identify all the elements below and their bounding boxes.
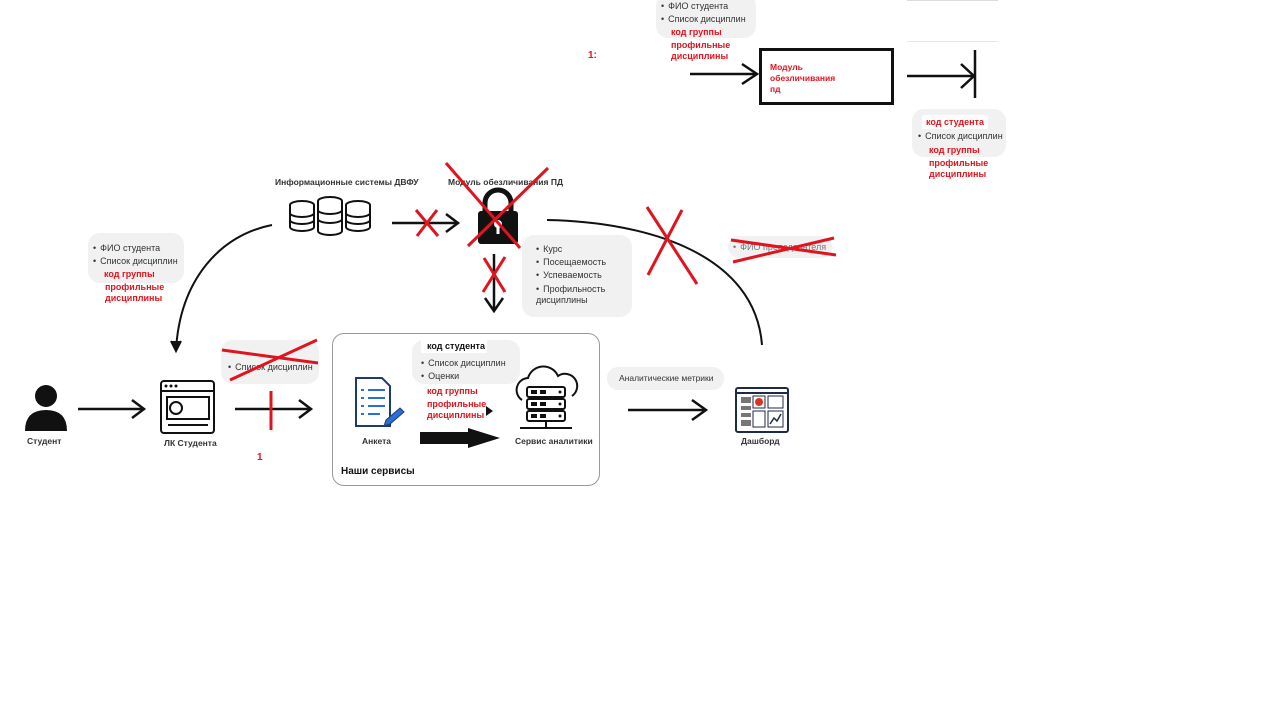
database-icon <box>289 196 371 236</box>
services-to-dashboard-arrow <box>628 398 709 422</box>
top-arrow-out <box>907 50 977 98</box>
anon-output-item: Успеваемость <box>536 270 602 280</box>
top-bubble-item: ФИО студента <box>661 1 728 11</box>
anon-output-item: Курс <box>536 244 562 254</box>
our-services-container <box>332 333 600 486</box>
top-output-highlight <box>922 115 988 129</box>
form-to-analytics-thick-arrow <box>420 428 500 448</box>
small-triangle <box>486 406 493 416</box>
anon-module-label: Модуль обезличивания ПД <box>448 177 564 187</box>
services-item: Оценки <box>421 371 459 381</box>
anon-output-item: Посещаемость <box>536 257 606 267</box>
info-systems-label: Информационные системы ДВФУ <box>275 177 419 187</box>
services-red: профильные дисциплины <box>427 399 487 420</box>
top-arrow-in <box>690 62 760 86</box>
metrics-label: Аналитические метрики <box>619 373 714 383</box>
student-data-red: код группы <box>104 269 155 279</box>
server-leds <box>531 390 562 418</box>
red-cross-marks <box>221 162 837 430</box>
anonymization-module-box <box>759 48 894 105</box>
top-output-red: профильные дисциплины <box>929 158 989 179</box>
our-services-label: Наши сервисы <box>341 466 415 477</box>
anon-to-dashboard-curve <box>546 219 763 346</box>
student-data-item: ФИО студента <box>93 243 160 253</box>
db-to-lk-curve <box>175 224 273 351</box>
lk-to-services-arrow <box>235 399 314 419</box>
crossed-lk-item: Список дисциплин <box>228 362 313 372</box>
anon-down-arrow <box>483 254 505 314</box>
student-label: Студент <box>27 436 62 446</box>
dashboard-label: Дашборд <box>741 436 780 446</box>
student-icon <box>25 385 67 431</box>
student-data-red: профильные дисциплины <box>105 282 165 303</box>
top-output-red: код студента <box>926 117 984 127</box>
lk-student-icon <box>160 380 215 434</box>
metrics-bubble <box>607 367 724 390</box>
lk-window-dots <box>164 384 178 388</box>
anon-output-item: Профильность дисциплины <box>536 284 606 306</box>
anonymization-module-label: Модуль обезличивания пд <box>770 62 836 94</box>
top-output-item: Список дисциплин <box>918 131 1003 141</box>
dashboard-icon <box>735 387 789 433</box>
db-to-anon-arrow <box>392 213 461 233</box>
top-bubble-red: код группы <box>671 27 722 37</box>
analytics-service-label: Сервис аналитики <box>515 436 593 446</box>
db-to-lk-head <box>170 340 182 354</box>
form-icon <box>355 377 405 427</box>
services-item: Список дисциплин <box>421 358 506 368</box>
top-bubble-red: профильные дисциплины <box>671 40 731 61</box>
student-data-item: Список дисциплин <box>93 256 178 266</box>
annotation-one: 1 <box>257 452 263 463</box>
services-highlight <box>421 340 487 353</box>
top-output-red: код группы <box>929 145 980 155</box>
lk-student-label: ЛК Студента <box>164 438 217 448</box>
top-bubble-item: Список дисциплин <box>661 14 746 24</box>
form-label: Анкета <box>362 436 392 446</box>
top-note-number: 1: <box>588 50 597 61</box>
services-red: код группы <box>427 386 478 396</box>
cloud-server-icon <box>515 365 579 429</box>
services-red-top: код студента <box>427 341 485 351</box>
student-to-lk-arrow <box>78 399 147 419</box>
